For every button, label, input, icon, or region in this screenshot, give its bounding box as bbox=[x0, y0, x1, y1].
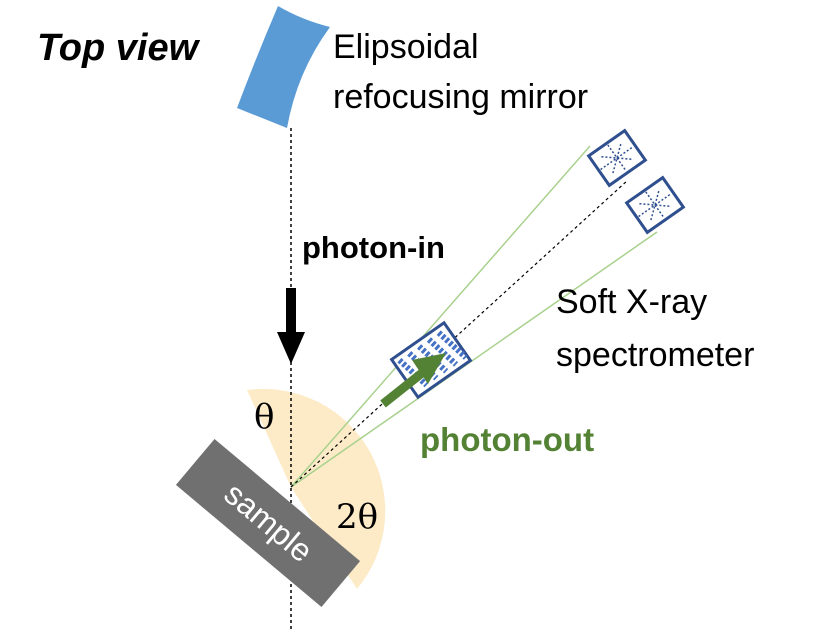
theta-label: θ bbox=[254, 397, 274, 437]
angle-sector bbox=[247, 388, 386, 589]
ellipsoidal-mirror bbox=[237, 6, 330, 128]
two-theta-label: 2θ bbox=[336, 497, 378, 537]
photon-in-label: photon-in bbox=[302, 230, 445, 265]
photon-out-label: photon-out bbox=[420, 421, 594, 458]
detector-lower bbox=[624, 175, 686, 235]
photon-out-arrow bbox=[380, 353, 446, 408]
photon-in-arrow bbox=[277, 288, 305, 364]
view-title: Top view bbox=[37, 27, 201, 69]
mirror-label-line1: Elipsoidal bbox=[333, 28, 479, 66]
beam-line-lower bbox=[290, 231, 658, 488]
beam-line-upper bbox=[290, 145, 591, 488]
mirror-label-line2: refocusing mirror bbox=[333, 78, 588, 116]
beam-center-axis bbox=[290, 179, 629, 488]
spectrometer-label-line2: spectrometer bbox=[556, 336, 754, 374]
detector-upper bbox=[586, 128, 648, 188]
spectrometer-label-line1: Soft X-ray bbox=[556, 283, 707, 321]
